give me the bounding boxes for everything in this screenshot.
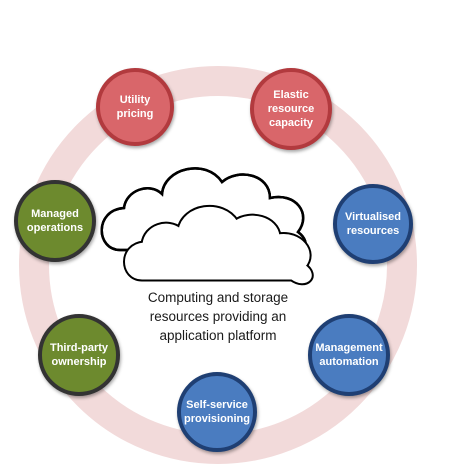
center-caption: Computing and storage resources providin… — [147, 290, 289, 343]
node-label: Utility pricing — [116, 94, 154, 120]
node-label: Virtualised resources — [344, 211, 402, 237]
node-label: Self-service provisioning — [184, 399, 250, 425]
node-self-service: Self-service provisioning — [177, 372, 257, 452]
node-elastic-capacity: Elastic resource capacity — [250, 68, 332, 150]
node-utility-pricing: Utility pricing — [96, 68, 174, 146]
node-label: Elastic resource capacity — [267, 89, 315, 129]
node-managed-operations: Managed operations — [14, 180, 96, 262]
node-virtualised-resources: Virtualised resources — [333, 184, 413, 264]
cloud-front-icon — [123, 204, 314, 286]
node-label: Third-party ownership — [49, 342, 109, 368]
node-label: Management automation — [315, 342, 383, 368]
node-label: Managed operations — [26, 208, 84, 234]
node-management-automation: Management automation — [308, 314, 390, 396]
node-third-party-ownership: Third-party ownership — [38, 314, 120, 396]
